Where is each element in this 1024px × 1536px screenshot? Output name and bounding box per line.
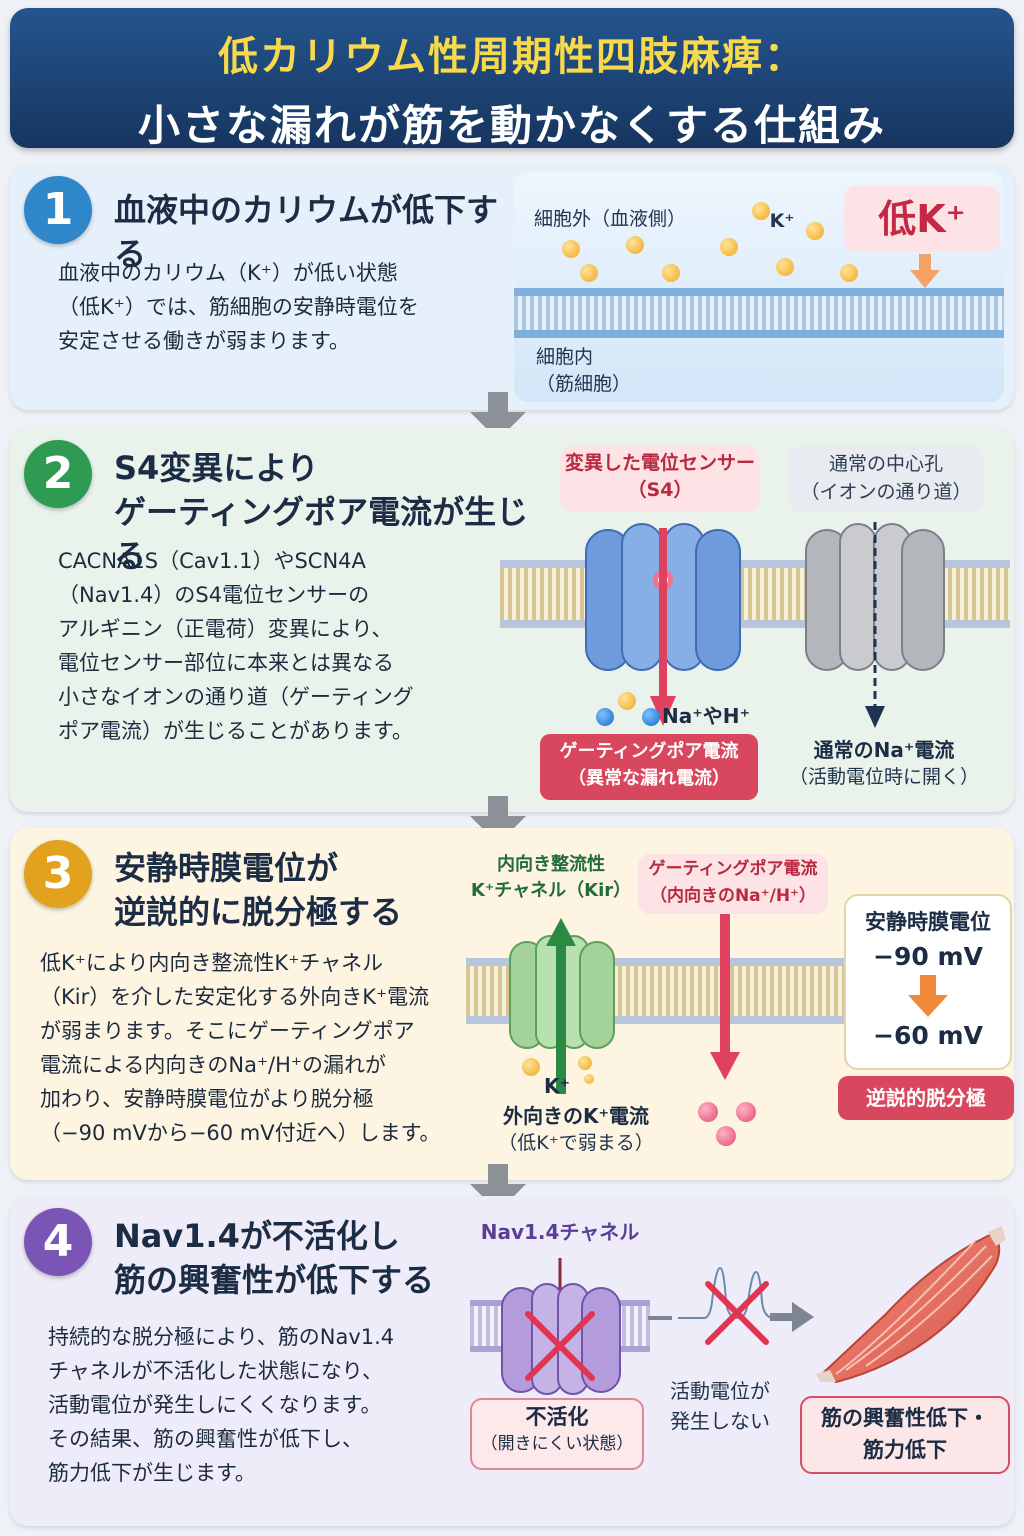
membrane-bottom [500, 620, 1010, 628]
h-ion [618, 692, 636, 710]
k-ion-label: K⁺ [769, 210, 795, 232]
membrane-top [514, 288, 1004, 296]
step-3-heading: 安静時膜電位が 逆説的に脱分極する [114, 849, 403, 931]
k-ion [578, 1056, 592, 1070]
k-ion [840, 264, 858, 282]
paradoxical-depolarization-badge: 逆説的脱分極 [838, 1076, 1014, 1120]
step-1-text: 血液中のカリウム（K⁺）が低い状態 （低K⁺）では、筋細胞の安静時電位を 安定さ… [58, 261, 419, 353]
nav14-channel-label: Nav1.4チャネル [480, 1220, 640, 1244]
step-1-heading: 血液中のカリウムが低下する [114, 191, 499, 273]
k-ion [720, 238, 738, 256]
step-3-badge: 3 [24, 840, 92, 908]
k-ion [522, 1058, 540, 1076]
step-4-badge: 4 [24, 1208, 92, 1276]
kir-channel-label: 内向き整流性 K⁺チャネル（Kir） [470, 854, 632, 901]
down-arrow-icon [470, 1164, 526, 1204]
up-arrow-icon [546, 918, 576, 1094]
down-arrow-icon [865, 522, 885, 728]
inside-label: 細胞内 （筋細胞） [536, 346, 632, 395]
step-2-badge: 2 [24, 440, 92, 508]
inactivation-diagram: Nav1.4チャネル 不活化 （開きにくい状態） [460, 1218, 1010, 1518]
down-arrow-icon [710, 914, 740, 1080]
k-label: K⁺ [543, 1074, 571, 1098]
action-potential-icon [648, 1266, 794, 1345]
low-k-badge: 低K⁺ [844, 186, 1000, 252]
right-arrow-icon [770, 1302, 814, 1332]
muscle-icon [816, 1226, 1006, 1384]
down-arrow-icon [908, 975, 948, 1017]
step-1-badge: 1 [24, 176, 92, 244]
section-1-panel: 1 血液中のカリウムが低下する 血液中のカリウム（K⁺）が低い状態 （低K⁺）で… [10, 164, 1014, 410]
k-ion [562, 240, 580, 258]
step-2-heading: S4変異により ゲーティングポア電流が生じる [114, 449, 529, 575]
depolarization-diagram: 内向き整流性 K⁺チャネル（Kir） ゲーティングポア電流 （内向きのNa⁺/H… [466, 838, 1014, 1174]
title-line2: 小さな漏れが筋を動かなくする仕組み [137, 101, 886, 150]
membrane-top [466, 958, 846, 966]
k-ion [662, 264, 680, 282]
outside-label: 細胞外（血液側） [534, 208, 687, 230]
title-line1: 低カリウム性周期性四肢麻痺： [218, 34, 806, 80]
na-ion [642, 708, 660, 726]
section-3-panel: 3 安静時膜電位が 逆説的に脱分極する 低K⁺により内向き整流性K⁺チャネル （… [10, 828, 1014, 1180]
k-ion [752, 202, 770, 220]
na-ion [596, 708, 614, 726]
membrane-top [500, 560, 1010, 568]
section-4-panel: 4 Nav1.4が不活化し 筋の興奮性が低下する 持続的な脱分極により、筋のNa… [10, 1196, 1014, 1526]
down-arrow-icon [470, 796, 526, 836]
step-2-text: CACNA1S（Cav1.1）やSCN4A （Nav1.4）のS4電位センサーの… [58, 549, 414, 743]
mutant-sensor-label: 変異した電位センサー （S4） [560, 446, 760, 512]
nav14-channel-icon [501, 1258, 621, 1395]
gating-pore-diagram: 変異した電位センサー （S4） 通常の中心孔 （イオンの通り道） [500, 438, 1010, 806]
cross-icon [705, 1281, 769, 1345]
k-ion [580, 264, 598, 282]
normal-pore-label: 通常の中心孔 （イオンの通り道） [788, 446, 984, 512]
step-3-text: 低K⁺により内向き整流性K⁺チャネル （Kir）を介した安定化する外向きK⁺電流… [40, 951, 441, 1145]
normal-na-current-label: 通常のNa⁺電流 （活動電位時に開く） [788, 738, 979, 788]
membrane-bottom [514, 330, 1004, 338]
down-arrow-icon [910, 254, 940, 288]
membrane-bottom [466, 1016, 846, 1024]
inactivated-box: 不活化 （開きにくい状態） [470, 1398, 644, 1470]
rmp-from: −90 mV [873, 942, 983, 971]
cross-icon [525, 1311, 595, 1381]
result-box: 筋の興奮性低下・ 筋力低下 [800, 1396, 1010, 1474]
mutant-channel-icon [585, 523, 741, 671]
step-4-heading: Nav1.4が不活化し 筋の興奮性が低下する [114, 1217, 435, 1299]
rmp-title: 安静時膜電位 [865, 910, 991, 934]
no-action-potential-label: 活動電位が 発生しない [670, 1379, 770, 1433]
leak-arrow-icon [650, 528, 676, 726]
lipid-bilayer [514, 296, 1004, 330]
gating-pore-current-label: ゲーティングポア電流 （内向きのNa⁺/H⁺） [638, 854, 828, 914]
na-h-ion [716, 1126, 736, 1146]
k-ion [584, 1074, 594, 1084]
na-h-ion [698, 1102, 718, 1122]
cell-membrane-diagram: 細胞外（血液側） K⁺ 低K⁺ 細胞内 （筋細胞） [514, 172, 1004, 402]
k-ion [626, 236, 644, 254]
down-arrow-icon [470, 392, 526, 432]
k-ion [806, 222, 824, 240]
k-ion [776, 258, 794, 276]
outward-k-current-label: 外向きのK⁺電流 （低K⁺で弱まる） [498, 1104, 654, 1154]
normal-channel-icon [805, 523, 945, 671]
resting-potential-box: 安静時膜電位 −90 mV −60 mV [844, 894, 1012, 1070]
gating-pore-current-box: ゲーティングポア電流 （異常な漏れ電流） [540, 734, 758, 800]
na-h-ion [736, 1102, 756, 1122]
rmp-to: −60 mV [873, 1021, 983, 1050]
na-h-label: Na⁺やH⁺ [662, 704, 751, 728]
section-2-panel: 2 S4変異により ゲーティングポア電流が生じる CACNA1S（Cav1.1）… [10, 428, 1014, 812]
title-banner: 低カリウム性周期性四肢麻痺： 小さな漏れが筋を動かなくする仕組み [10, 8, 1014, 150]
step-4-text: 持続的な脱分極により、筋のNav1.4 チャネルが不活化した状態になり、 活動電… [48, 1325, 395, 1485]
